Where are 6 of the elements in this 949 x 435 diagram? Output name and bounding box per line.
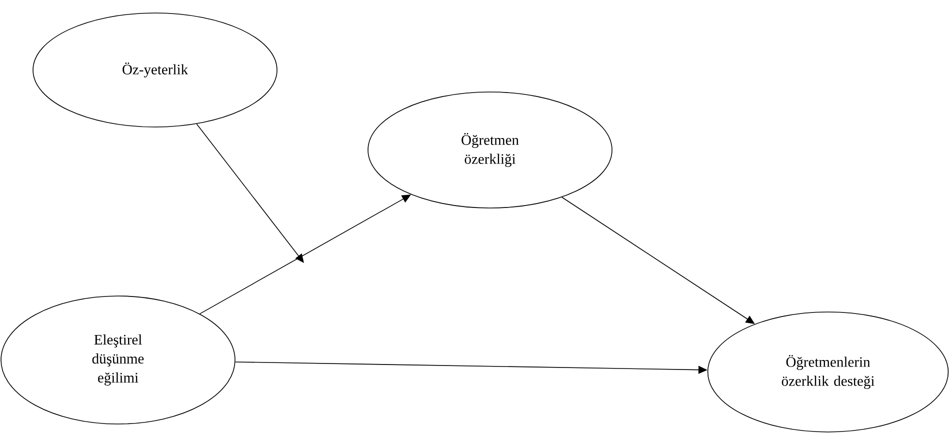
ellipse-node: Öz-yeterlik bbox=[32, 12, 278, 128]
arrow bbox=[199, 194, 411, 314]
ellipse-node: Öğretmen özerkliği bbox=[368, 92, 612, 208]
ellipse-node: Eleştirel düşünme eğilimi bbox=[0, 296, 236, 424]
ellipse-node: Öğretmenlerin özerklik desteği bbox=[707, 312, 949, 432]
arrow bbox=[196, 124, 304, 263]
